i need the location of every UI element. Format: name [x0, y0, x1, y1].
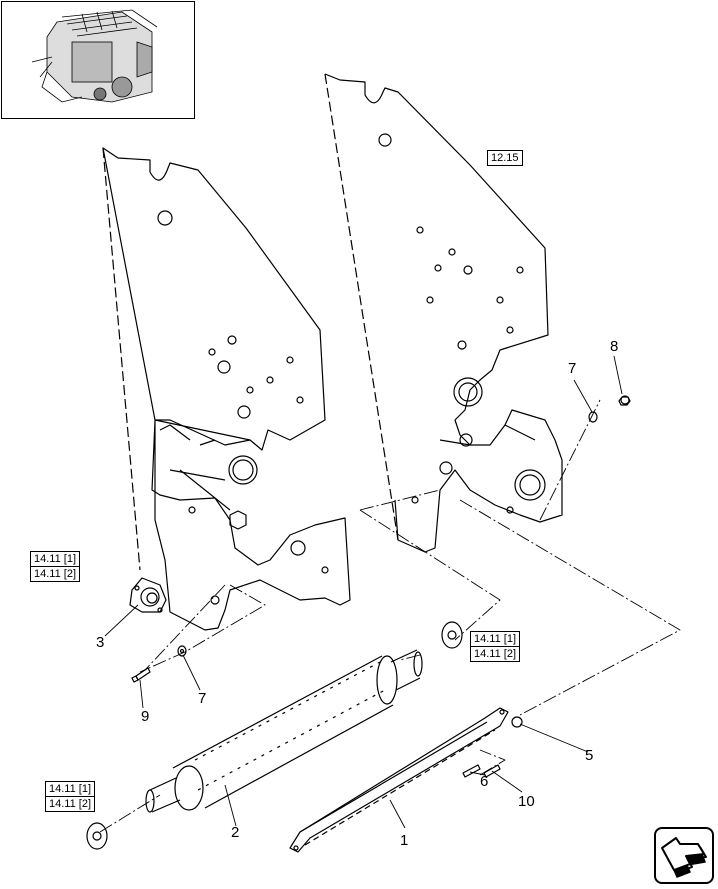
ref-14-11-1[interactable]: 14.11 [1]: [30, 551, 80, 567]
bearing-cap-right: [441, 621, 463, 649]
ref-12-15[interactable]: 12.15: [487, 150, 523, 166]
callout-1: 1: [400, 832, 409, 849]
right-side-plate: [324, 73, 563, 553]
ref-14-11-1[interactable]: 14.11 [1]: [45, 781, 95, 797]
ref-14-11-1[interactable]: 14.11 [1]: [470, 631, 520, 647]
callout-6: 6: [480, 773, 489, 790]
ref-group-left-bottom: 14.11 [1] 14.11 [2]: [45, 781, 95, 812]
callout-8: 8: [610, 338, 619, 355]
assembly-lines: [99, 399, 681, 833]
callout-2: 2: [231, 824, 240, 841]
ref-14-11-2[interactable]: 14.11 [2]: [470, 646, 520, 662]
ref-group-middle: 14.11 [1] 14.11 [2]: [470, 631, 520, 662]
bolt-hardware: [462, 716, 523, 778]
callout-5: 5: [585, 747, 594, 764]
flange-bearing: [129, 577, 167, 613]
hardware-left: [131, 645, 187, 683]
overview-thumbnail: [1, 1, 195, 119]
left-side-plate: [102, 147, 351, 631]
ref-14-11-2[interactable]: 14.11 [2]: [45, 796, 95, 812]
callout-3: 3: [96, 634, 105, 651]
navigation-button[interactable]: [654, 827, 714, 884]
callout-9: 9: [141, 708, 150, 725]
ref-14-11-2[interactable]: 14.11 [2]: [30, 566, 80, 582]
hardware-right: [588, 395, 631, 423]
callout-10: 10: [518, 793, 535, 810]
machine-thumbnail-image: [31, 9, 158, 103]
leader-lines: [104, 355, 623, 829]
scraper-blade: [289, 707, 509, 853]
callout-7-left: 7: [198, 690, 207, 707]
roller-shaft: [145, 649, 423, 813]
callout-7-right: 7: [568, 360, 577, 377]
bearing-cap-left: [86, 822, 108, 850]
arrow-navigation-icon: [661, 837, 707, 878]
ref-group-left-top: 14.11 [1] 14.11 [2]: [30, 551, 80, 582]
